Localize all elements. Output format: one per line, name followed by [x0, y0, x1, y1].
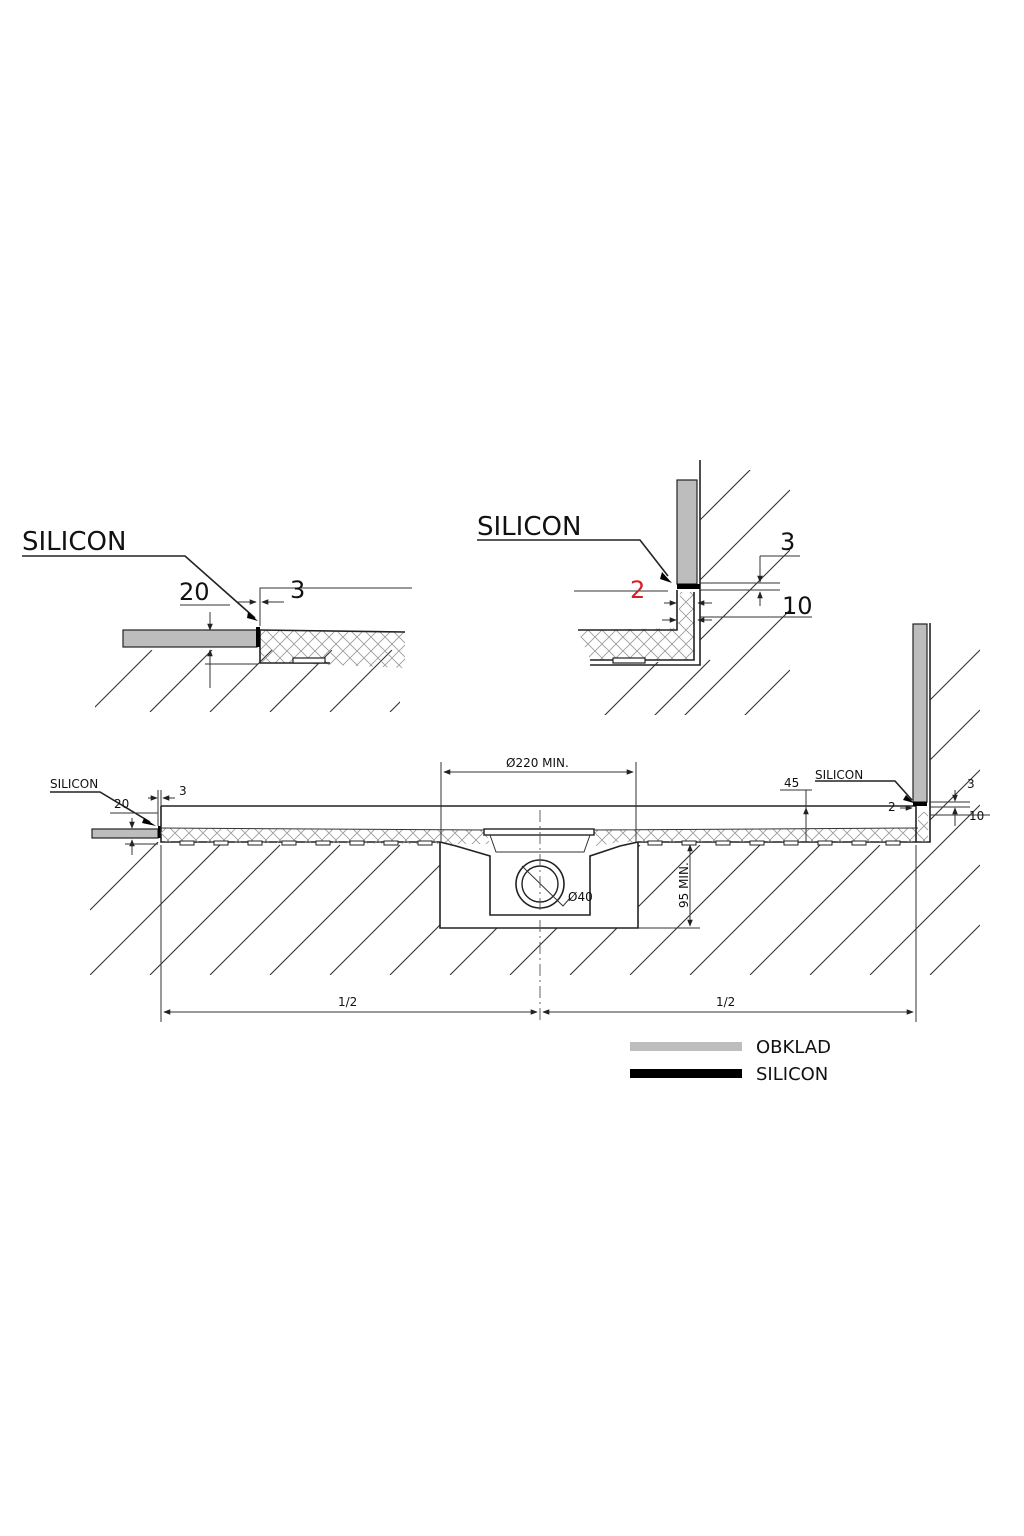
detail-left-dim-height: 20	[179, 578, 210, 606]
detail-left-callout: SILICON	[22, 527, 126, 557]
detail-right-dim-top: 3	[780, 528, 795, 556]
detail-right-ground-hatch	[589, 659, 711, 715]
section-right-dim-top: 3	[967, 777, 975, 791]
section-feet	[179, 840, 901, 846]
section-half-left: 1/2	[338, 995, 357, 1009]
detail-left-tile	[122, 629, 258, 648]
detail-left-ground-hatch	[95, 650, 400, 712]
section-left-silicone	[158, 826, 161, 838]
detail-right-callout: SILICON	[477, 512, 581, 542]
detail-left-dim-gap: 3	[290, 576, 305, 604]
detail-right-tray	[578, 592, 694, 660]
legend-swatch-obklad	[630, 1042, 742, 1051]
detail-right-dim-height: 10	[782, 592, 813, 620]
section-right-callout: SILICON	[815, 768, 863, 782]
legend: OBKLAD SILICON	[630, 1037, 831, 1085]
section-right-dim-gap: 2	[888, 800, 896, 814]
legend-label-silicon: SILICON	[756, 1064, 828, 1085]
section-right-silicone	[913, 802, 927, 806]
section-drain-diameter: Ø220 MIN.	[506, 756, 569, 770]
legend-swatch-silicon	[630, 1069, 742, 1078]
section-left-dim-gap: 3	[179, 784, 187, 798]
detail-right-dim-gap-red: 2	[630, 576, 645, 604]
detail-right: SILICON 2 3 10	[477, 460, 813, 715]
section-right-dim-height: 10	[969, 809, 984, 823]
detail-right-silicone	[677, 584, 700, 589]
section-depth: 95 MIN.	[677, 862, 691, 908]
section-half-right: 1/2	[716, 995, 735, 1009]
detail-right-tile	[676, 479, 698, 585]
section-floor-tile	[91, 828, 159, 839]
section-outlet-diameter: Ø40	[568, 890, 593, 904]
detail-right-wall-hatch	[640, 470, 790, 715]
section-left-callout: SILICON	[50, 777, 98, 791]
section-wall-tile	[912, 623, 928, 803]
section-left-dim-height: 20	[114, 797, 129, 811]
section: SILICON 20 3 Ø220 MIN. Ø40 95 MIN. 45 SI…	[50, 623, 990, 1022]
detail-left-foot	[292, 657, 326, 664]
detail-left-silicone	[256, 627, 260, 647]
section-tray-height: 45	[784, 776, 799, 790]
section-tray-core	[161, 828, 490, 844]
detail-right-foot	[612, 657, 646, 664]
legend-label-obklad: OBKLAD	[756, 1037, 831, 1058]
detail-left: SILICON 20 3	[22, 527, 412, 712]
